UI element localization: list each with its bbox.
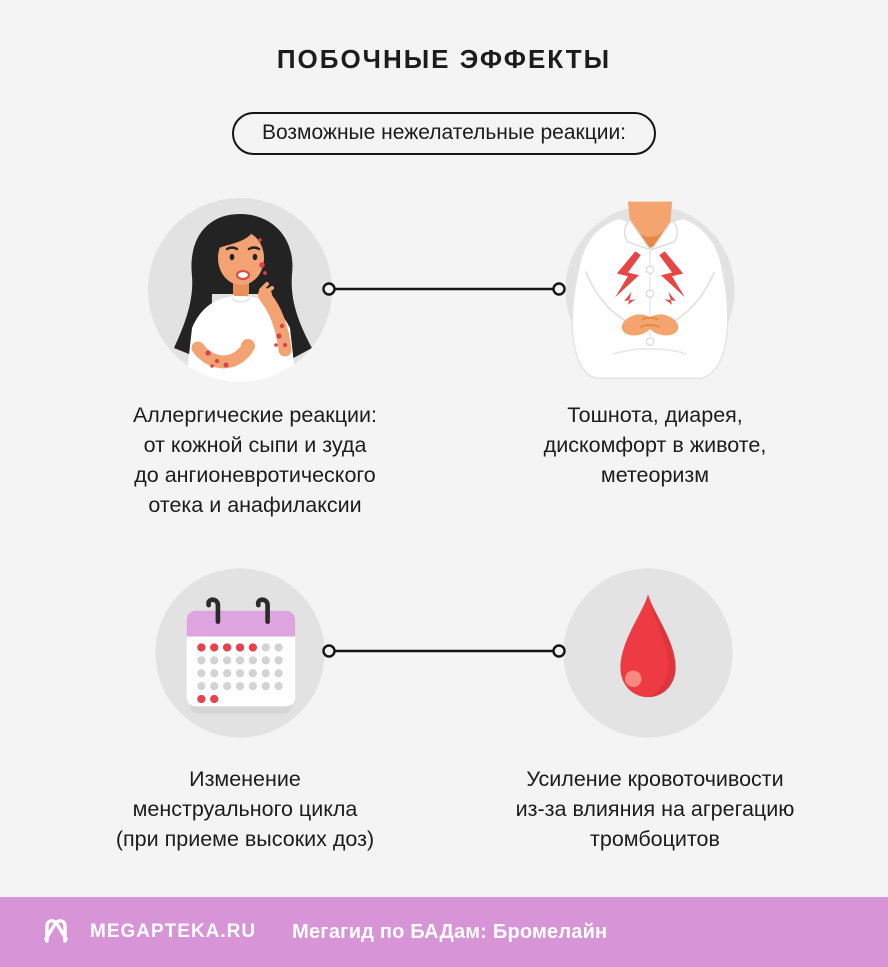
calendar-icon [148, 561, 332, 745]
connector-line-bottom [320, 643, 568, 659]
caption-nausea: Тошнота, диарея, дискомфорт в животе, ме… [543, 403, 767, 487]
card-circle-allergy [148, 198, 332, 382]
footer-tagline: Мегагид по БАДам: Бромелайн [292, 920, 608, 943]
allergy-woman-illustration [148, 198, 332, 382]
card-circle-cycle [148, 561, 332, 745]
brand-name: MEGAPTEKA.RU [90, 921, 257, 942]
page-title: ПОБОЧНЫЕ ЭФФЕКТЫ [276, 44, 612, 74]
card-circle-bleeding [556, 561, 740, 745]
megapteka-logo-icon [36, 910, 76, 955]
caption-allergy: Аллергические реакции: от кожной сыпи и … [132, 403, 378, 517]
card-circle-nausea [558, 198, 742, 382]
caption-cycle: Изменение менструального цикла (при прие… [115, 767, 375, 851]
caption-bleeding: Усиление кровоточивости из-за влияния на… [515, 767, 795, 851]
subtitle-badge: Возможные нежелательные реакции: [231, 112, 657, 155]
connector-line-top [320, 281, 568, 297]
stomach-pain-illustration [558, 198, 742, 382]
badge-container: Возможные нежелательные реакции: [0, 112, 888, 155]
footer-bar: MEGAPTEKA.RU Мегагид по БАДам: Бромелайн [0, 897, 888, 967]
blood-drop-icon [556, 561, 740, 745]
